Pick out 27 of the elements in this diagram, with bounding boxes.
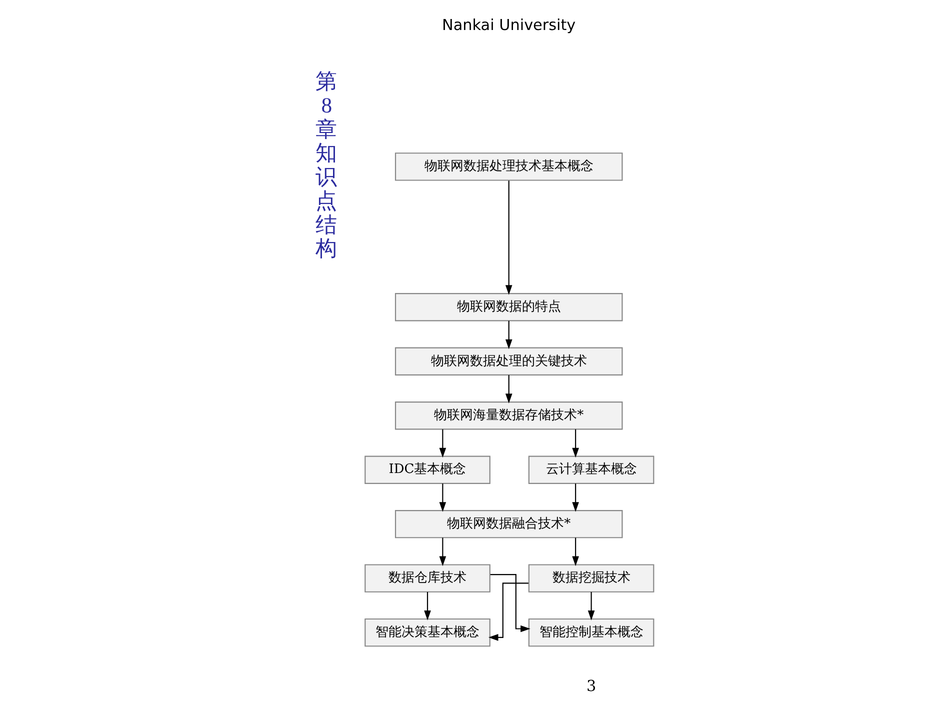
arrow [438,538,446,566]
arrow [438,484,446,512]
arrow [504,375,512,404]
node-box: 物联网数据的特点 [394,293,622,322]
node-box: 智能控制基本概念 [528,618,654,647]
label: 第8章知识点结构 [315,70,338,261]
label: 3 [586,676,596,695]
node-box: IDC基本概念 [364,456,490,484]
node-box: 物联网数据处理的关键技术 [394,347,622,376]
node-box: 云计算基本概念 [528,456,654,484]
arrow [490,574,530,632]
arrow [488,582,528,641]
arrow [504,180,512,295]
node-box: 物联网数据融合技术* [394,510,622,538]
node-box: 物联网海量数据存储技术* [394,402,622,430]
node-box: 数据仓库技术 [364,564,490,592]
arrow [572,429,578,458]
arrow [572,538,578,566]
arrow [587,592,594,620]
arrow [504,320,512,350]
arrow [572,484,578,512]
node-box: 智能决策基本概念 [364,618,490,647]
node-box: 数据挖掘技术 [528,564,654,592]
node-box: 物联网数据处理技术基本概念 [394,152,622,181]
arrow [424,592,430,620]
arrow [438,429,446,458]
label: Nankai University [442,16,576,34]
